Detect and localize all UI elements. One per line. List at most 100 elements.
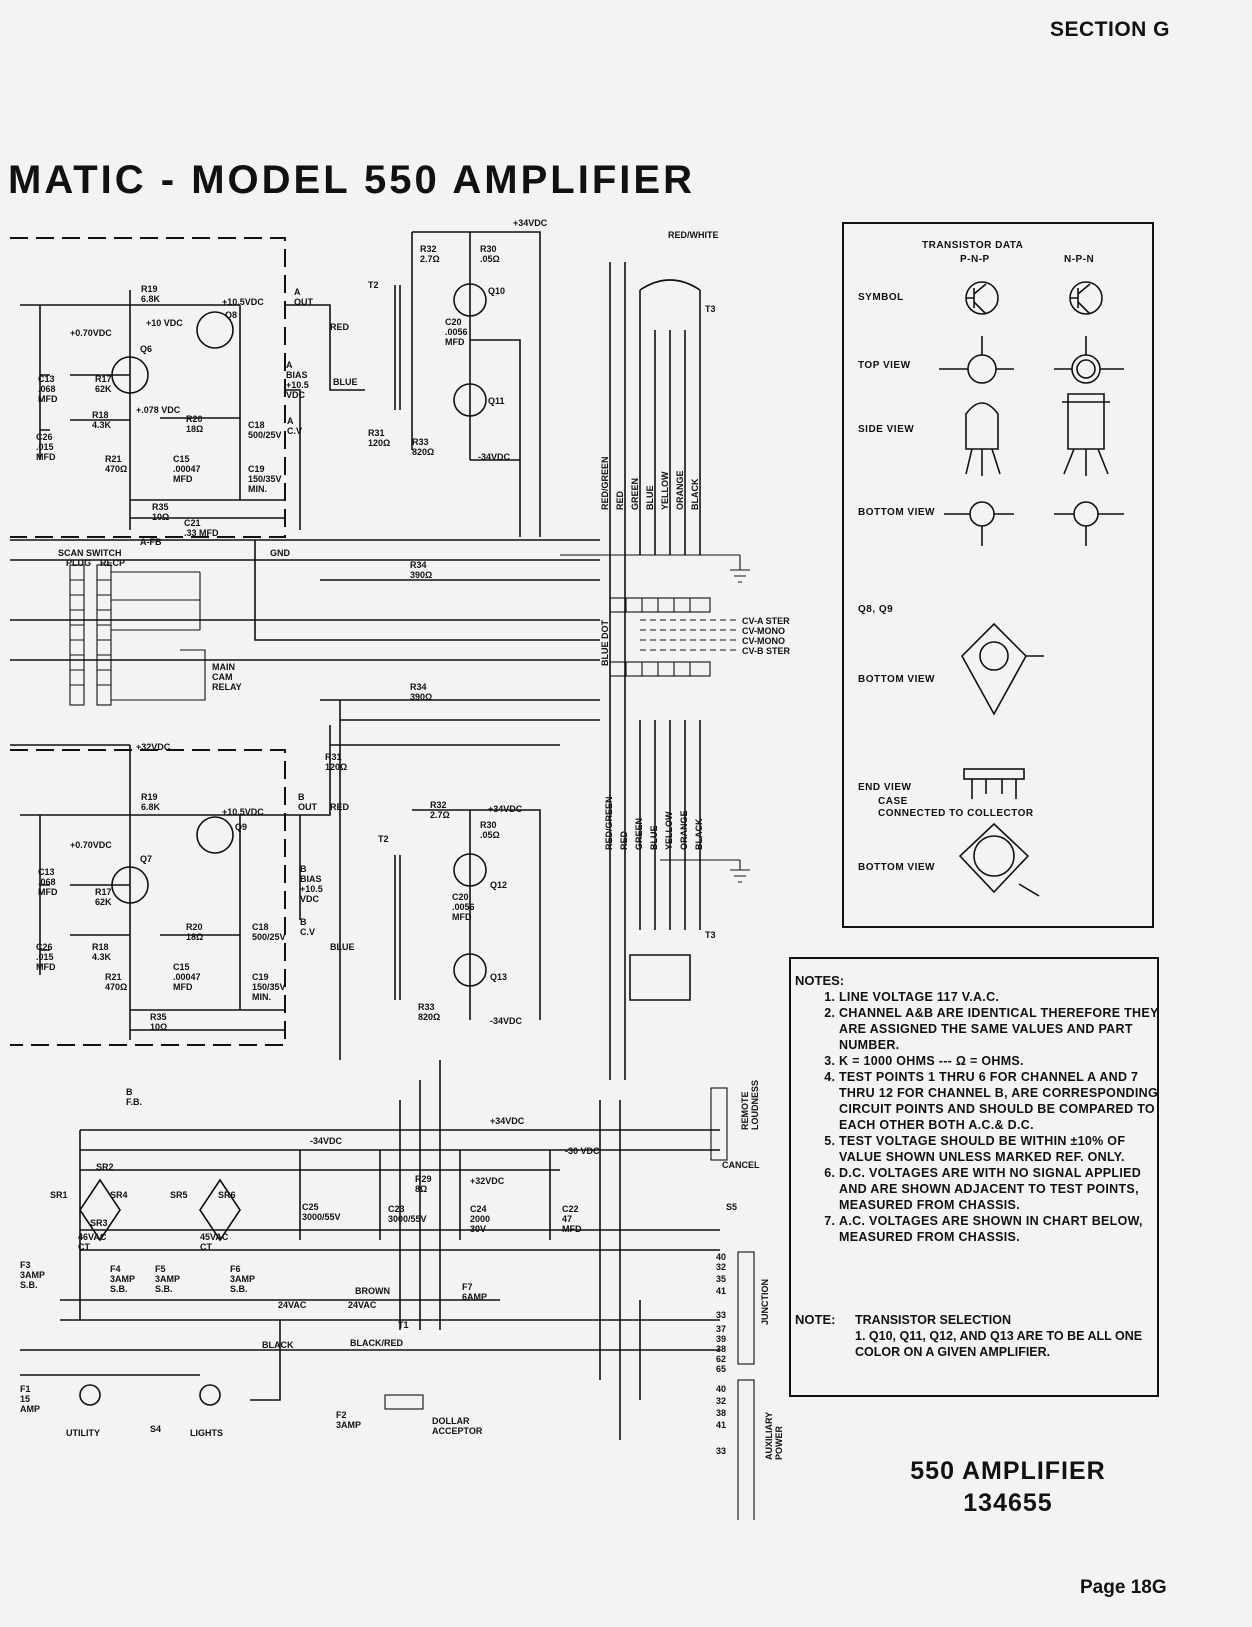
junction-pin-label: 37 — [716, 1324, 726, 1334]
junction-pin-label: 33 — [716, 1310, 726, 1320]
junction-pin-label: 40 — [716, 1252, 726, 1262]
model-number: 134655 — [963, 1489, 1053, 1517]
label-q12: Q12 — [490, 880, 507, 890]
wire-label: YELLOW — [664, 811, 674, 850]
junction-pin-label: 38 — [716, 1344, 726, 1354]
label-scan: SCAN SWITCH — [58, 548, 122, 558]
label-utility: UTILITY — [66, 1428, 100, 1438]
label-r30-a: R30.05Ω — [480, 244, 500, 264]
npn-bottom-view-icon — [1054, 501, 1124, 546]
wire-label: BLUE — [645, 486, 655, 511]
junction-pin-label: 39 — [716, 1334, 726, 1344]
label-105vdc-b: +10.5VDC — [222, 807, 264, 817]
note-selection-title: TRANSISTOR SELECTION — [855, 1313, 1012, 1327]
wire-label: ORANGE — [675, 470, 685, 510]
aux-pin-label: 33 — [716, 1446, 726, 1456]
label-s4: S4 — [150, 1424, 161, 1434]
label-neg30: -30 VDC — [565, 1146, 600, 1156]
page-number: Page 18G — [1080, 1577, 1167, 1598]
section-label: SECTION G — [1050, 18, 1171, 41]
end-view-label: END VIEW — [858, 782, 912, 793]
channel-a-wiring — [20, 231, 541, 537]
npn-top-view-icon — [1054, 336, 1124, 384]
note-item: K = 1000 OHMS --- Ω = OHMS. — [839, 1053, 1159, 1069]
npn-side-view-icon — [1062, 393, 1110, 476]
junction-pin-label: 65 — [716, 1364, 726, 1374]
label-t2-b: T2 — [378, 834, 389, 844]
pnp-top-view-icon — [939, 336, 1014, 384]
label-q11: Q11 — [488, 396, 505, 406]
label-lights: LIGHTS — [190, 1428, 223, 1438]
note-item: A.C. VOLTAGES ARE SHOWN IN CHART BELOW, … — [839, 1213, 1159, 1245]
wire-label: RED — [615, 490, 625, 510]
label-070vdc-a: +0.70VDC — [70, 328, 112, 338]
wire-label: BLUE — [649, 826, 659, 851]
q-bottom-view: BOTTOM VIEW — [858, 674, 935, 685]
model-label: 550 AMPLIFIER 134655 — [888, 1455, 1128, 1519]
label-q6: Q6 — [140, 344, 152, 354]
label-cvm1: CV-MONO — [742, 626, 785, 636]
label-cvm2: CV-MONO — [742, 636, 785, 646]
note-item: LINE VOLTAGE 117 V.A.C. — [839, 989, 1159, 1005]
wire-label: RED/GREEN — [600, 456, 610, 510]
rectifier-label: SR2 — [96, 1162, 114, 1172]
transistor-drawings — [939, 281, 1124, 897]
pnp-side-view-icon — [965, 402, 1001, 476]
wire-label: RED/GREEN — [604, 796, 614, 850]
label-10vdc-a: +10 VDC — [146, 318, 183, 328]
note-item: D.C. VOLTAGES ARE WITH NO SIGNAL APPLIED… — [839, 1165, 1159, 1213]
aux-pin-label: 41 — [716, 1420, 726, 1430]
label-blackred: BLACK/RED — [350, 1338, 403, 1348]
label-junction: JUNCTION — [760, 1279, 770, 1325]
rectifier-label: SR3 — [90, 1218, 108, 1228]
channel-b-wiring — [20, 725, 560, 1040]
npn-label: N-P-N — [1064, 254, 1095, 265]
label-24vac: 24VAC — [278, 1300, 307, 1310]
label-34vdc-b: +34VDC — [488, 804, 523, 814]
label-black: BLACK — [262, 1340, 294, 1350]
label-cvb: CV-B STEREO — [742, 646, 790, 656]
schematic-text: +34VDC +10.5VDC +10 VDC +0.70VDC +.078 V… — [20, 218, 790, 1460]
junction-pin-label: 41 — [716, 1286, 726, 1296]
label-neg34-ps: -34VDC — [310, 1136, 343, 1146]
label-34vdc-ps: +34VDC — [490, 1116, 525, 1126]
label-q7: Q7 — [140, 854, 152, 864]
label-cancel: CANCEL — [722, 1160, 760, 1170]
label-blue-b: BLUE — [330, 942, 355, 952]
label-bluedot: BLUE DOT — [600, 620, 610, 667]
wire-label: RED — [619, 830, 629, 850]
q8-bottom-view-icon — [961, 622, 1044, 716]
row-bottom-view: BOTTOM VIEW — [858, 507, 935, 518]
row-symbol: SYMBOL — [858, 292, 904, 303]
junction-pin-label: 62 — [716, 1354, 726, 1364]
